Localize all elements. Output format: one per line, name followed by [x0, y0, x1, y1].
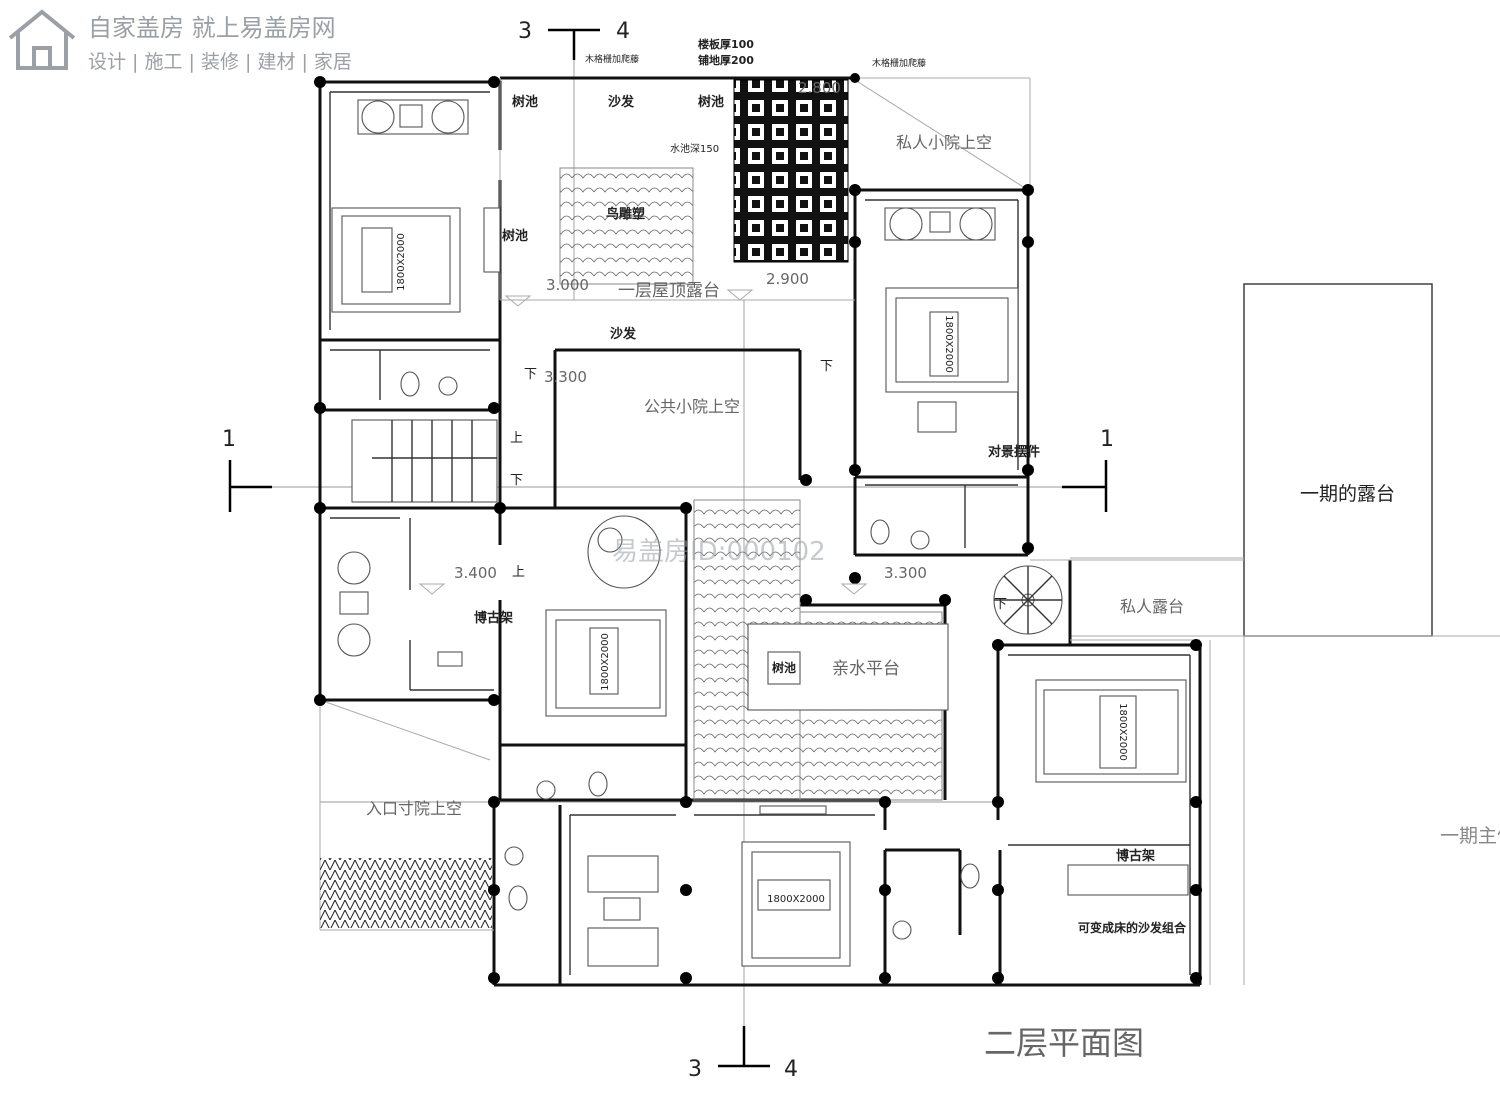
elevation-3300-lower: 3.300: [884, 564, 927, 582]
outer-walls: [318, 76, 1202, 987]
stair-down-label-2: 下: [524, 367, 537, 382]
center-watermark-id: 易盖房ID:000102: [612, 537, 826, 567]
paving-thickness-note: 铺地厚200: [698, 53, 754, 67]
bedroom-1-furniture: [331, 99, 501, 313]
section-label-top-left: 3: [518, 19, 532, 44]
sofa-bed-combo-label: 可变成床的沙发组合: [1078, 920, 1187, 935]
phase-one-terrace-label: 一期的露台: [1300, 483, 1395, 505]
watermark-logo: 自家盖房 就上易盖房网 设计 | 施工 | 装修 | 建材 | 家居: [8, 9, 352, 73]
pool-depth-note: 水池深150: [670, 142, 719, 155]
bed-size-1: 1800X2000: [396, 233, 407, 291]
elevation-3000: 3.000: [546, 276, 589, 294]
stair-1: [351, 419, 498, 503]
stair-down-label-1: 下: [510, 473, 523, 488]
bedroom-4-furniture: [1035, 679, 1189, 896]
stair-down-label-4: 下: [994, 597, 1007, 612]
tree-pool-left-label: 树池: [502, 228, 528, 244]
curio-shelf-right-label: 博古架: [1116, 848, 1155, 864]
phase-one-building: 一期的露台 一期主体: [1070, 283, 1500, 985]
timber-trellis-right-note: 木格栅加爬藤: [872, 57, 926, 69]
elevation-3400: 3.400: [454, 564, 497, 582]
bed-size-4: 1800X2000: [1117, 703, 1128, 761]
sofa-mid-label: 沙发: [610, 326, 637, 342]
section-mark-1: 1 1: [222, 427, 1114, 512]
spiral-stair: [993, 565, 1063, 635]
elevation-3300-upper: 3.300: [544, 368, 587, 386]
bed-size-3: 1800X2000: [943, 315, 954, 373]
tree-pool-top-left-label: 树池: [512, 94, 538, 110]
water-platform-label: 亲水平台: [832, 659, 900, 679]
section-label-bottom-left: 3: [688, 1057, 702, 1082]
tree-pool-top-mid-label: 树池: [698, 94, 724, 110]
elevation-markers: [418, 289, 868, 595]
tree-pool-platform-label: 树池: [772, 660, 796, 675]
plan-title: 二层平面图: [984, 1024, 1144, 1062]
section-label-left: 1: [222, 427, 236, 452]
elevation-2800: 2.800: [798, 79, 841, 97]
bed-size-5: 1800X2000: [767, 894, 825, 905]
curio-shelf-left-label: 博古架: [474, 610, 513, 626]
pool-hatch-top: [559, 167, 694, 285]
private-courtyard-label: 私人小院上空: [896, 133, 992, 152]
entrance-courtyard-label: 入口寸院上空: [366, 799, 462, 818]
entrance-roof-hatch: [320, 858, 492, 928]
phase-one-main-label: 一期主体: [1440, 825, 1500, 847]
roof-terrace-label: 一层屋顶露台: [618, 281, 720, 301]
elevation-2900: 2.900: [766, 270, 809, 288]
middle-left-furniture: [337, 551, 463, 667]
section-mark-3-4: 3 4 3 4: [518, 19, 798, 1082]
tree-pool-platform: [767, 651, 801, 685]
lattice-screen: [733, 79, 849, 263]
section-label-top-right: 4: [616, 19, 630, 44]
timber-trellis-left-note: 木格栅加爬藤: [585, 53, 639, 65]
stair-up-label-1: 上: [510, 431, 523, 446]
watermark-brand: 自家盖房 就上易盖房网: [88, 14, 336, 42]
private-terrace-label: 私人露台: [1120, 597, 1184, 616]
house-logo-icon: [8, 9, 76, 70]
stair-up-label-2: 上: [512, 565, 525, 580]
scenic-decor-label: 对景摆件: [988, 444, 1040, 460]
bird-sculpture-label: 鸟雕塑: [606, 206, 645, 222]
section-label-right: 1: [1100, 427, 1114, 452]
sofa-top-label: 沙发: [608, 94, 635, 110]
columns: [314, 73, 1202, 984]
public-courtyard-label: 公共小院上空: [644, 397, 740, 416]
section-label-bottom-right: 4: [784, 1057, 798, 1082]
bottom-living-furniture: [587, 855, 659, 967]
bedroom-3-furniture: [884, 207, 1019, 433]
bed-size-2: 1800X2000: [600, 633, 611, 691]
bedroom-2-furniture: [545, 515, 667, 717]
slab-thickness-note: 楼板厚100: [698, 37, 754, 51]
stair-down-label-3: 下: [820, 359, 833, 374]
bedroom-5-furniture: [741, 805, 851, 967]
bathroom-fixtures: [400, 371, 980, 940]
stair-down-label-5: 下: [1010, 606, 1011, 609]
watermark-tagline: 设计 | 施工 | 装修 | 建材 | 家居: [88, 51, 352, 73]
